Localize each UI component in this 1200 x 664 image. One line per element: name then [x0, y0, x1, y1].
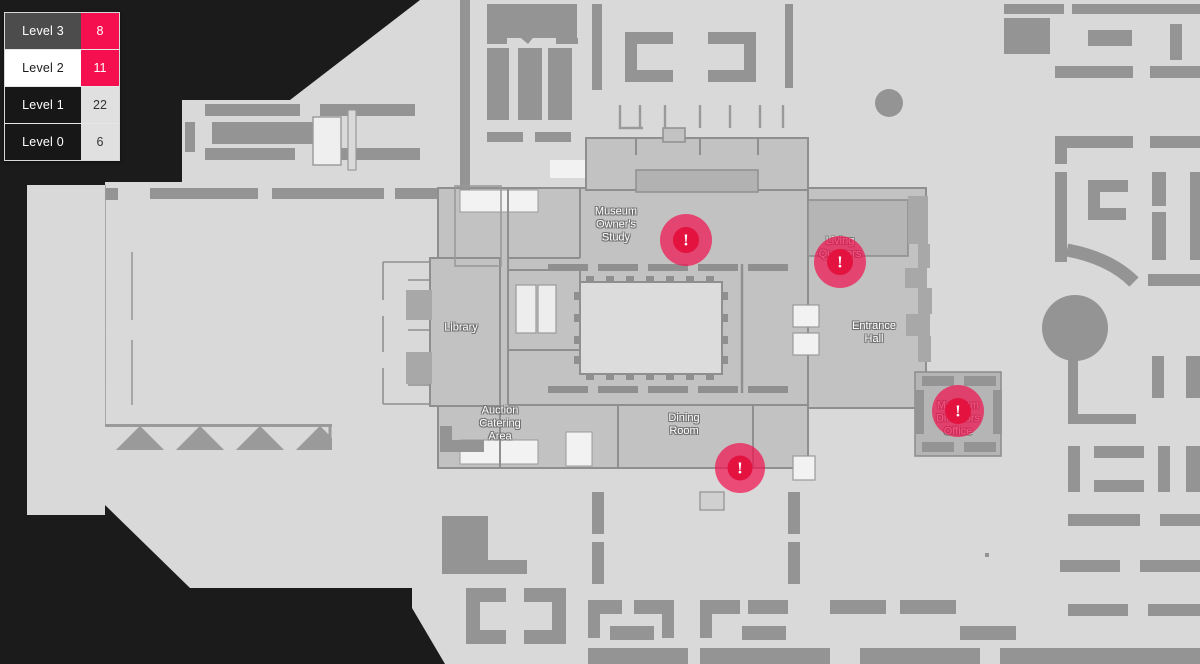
walls-southwest [440, 426, 484, 452]
marker-core [945, 398, 971, 424]
walls-east-lower [1060, 356, 1200, 616]
stepped-wall-east [905, 196, 932, 362]
mansion-partitions [499, 188, 808, 468]
level-alert-count: 11 [81, 50, 119, 86]
marker-core [673, 227, 699, 253]
walls-northwest [105, 104, 450, 200]
level-label: Level 0 [5, 124, 81, 160]
alert-exclamation-icon: ! [737, 458, 743, 478]
alert-marker-museum-owners-study[interactable]: ! [660, 214, 712, 266]
level-label: Level 1 [5, 87, 81, 123]
level-alert-count: 6 [81, 124, 119, 160]
alert-marker-dining-room[interactable]: ! [715, 443, 765, 493]
alert-marker-museum-directors-office[interactable]: ! [932, 385, 984, 437]
north-wing [585, 127, 809, 193]
alert-marker-living-quarters[interactable]: ! [814, 236, 866, 288]
alert-exclamation-icon: ! [955, 401, 961, 421]
walls-south [442, 492, 1200, 664]
alert-exclamation-icon: ! [683, 230, 689, 250]
central-courtyard [548, 264, 788, 393]
walls-east-complex [1004, 4, 1200, 286]
level-label: Level 2 [5, 50, 81, 86]
walls-north [487, 4, 793, 142]
column-brackets [618, 105, 785, 130]
alert-exclamation-icon: ! [837, 252, 843, 272]
level-alert-count: 8 [81, 13, 119, 49]
east-wing [792, 187, 927, 481]
level-alert-count: 22 [81, 87, 119, 123]
marker-core [727, 455, 753, 481]
level-label: Level 3 [5, 13, 81, 49]
marker-core [827, 249, 853, 275]
